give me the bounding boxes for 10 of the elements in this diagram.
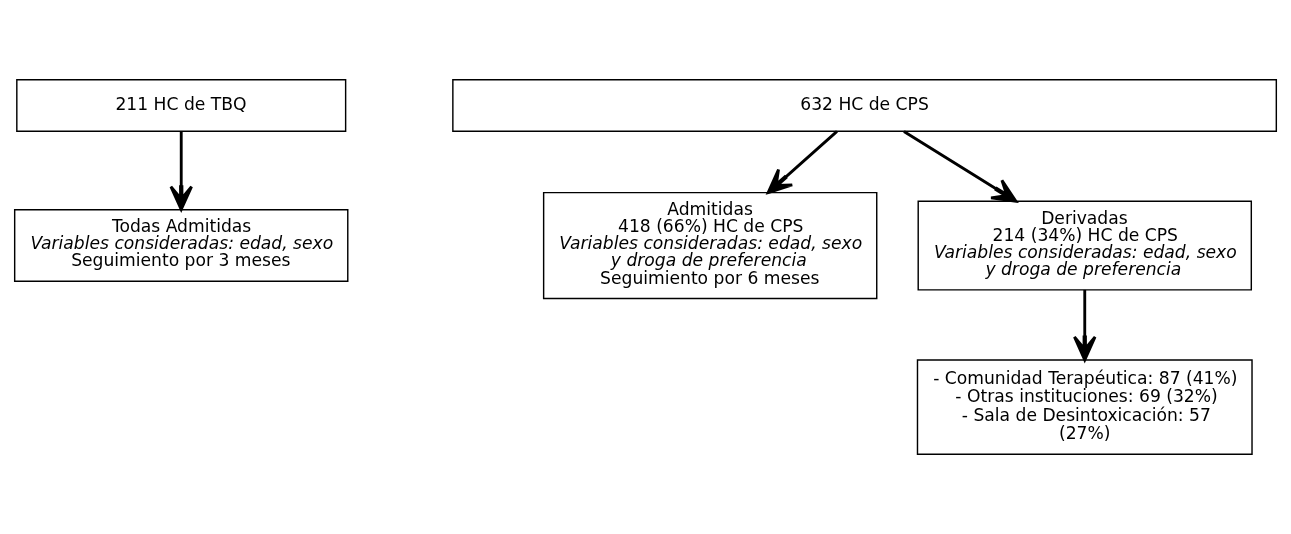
node-box: Todas Admitidas Variables consideradas: edad, sexo Seguimiento por 3 meses xyxy=(13,209,349,282)
node-box: 211 HC de TBQ xyxy=(16,79,347,132)
arrow xyxy=(169,131,193,211)
arrow xyxy=(766,130,838,194)
arrow xyxy=(903,130,1018,203)
node-box: 632 HC de CPS xyxy=(452,79,1278,132)
node-box: - Comunidad Terapéutica: 87 (41%) - Otras instituciones: 69 (32%) - Sala de Desintoxicación: 57 (27%) xyxy=(916,359,1253,455)
arrow xyxy=(1073,289,1097,362)
node-box: Derivadas 214 (34%) HC de CPS Variables consideradas: edad, sexo y droga de preferencia xyxy=(917,200,1253,291)
node-box: Admitidas 418 (66%) HC de CPS Variables consideradas: edad, sexo y droga de preferencia Seguimiento por 6 meses xyxy=(542,191,878,300)
